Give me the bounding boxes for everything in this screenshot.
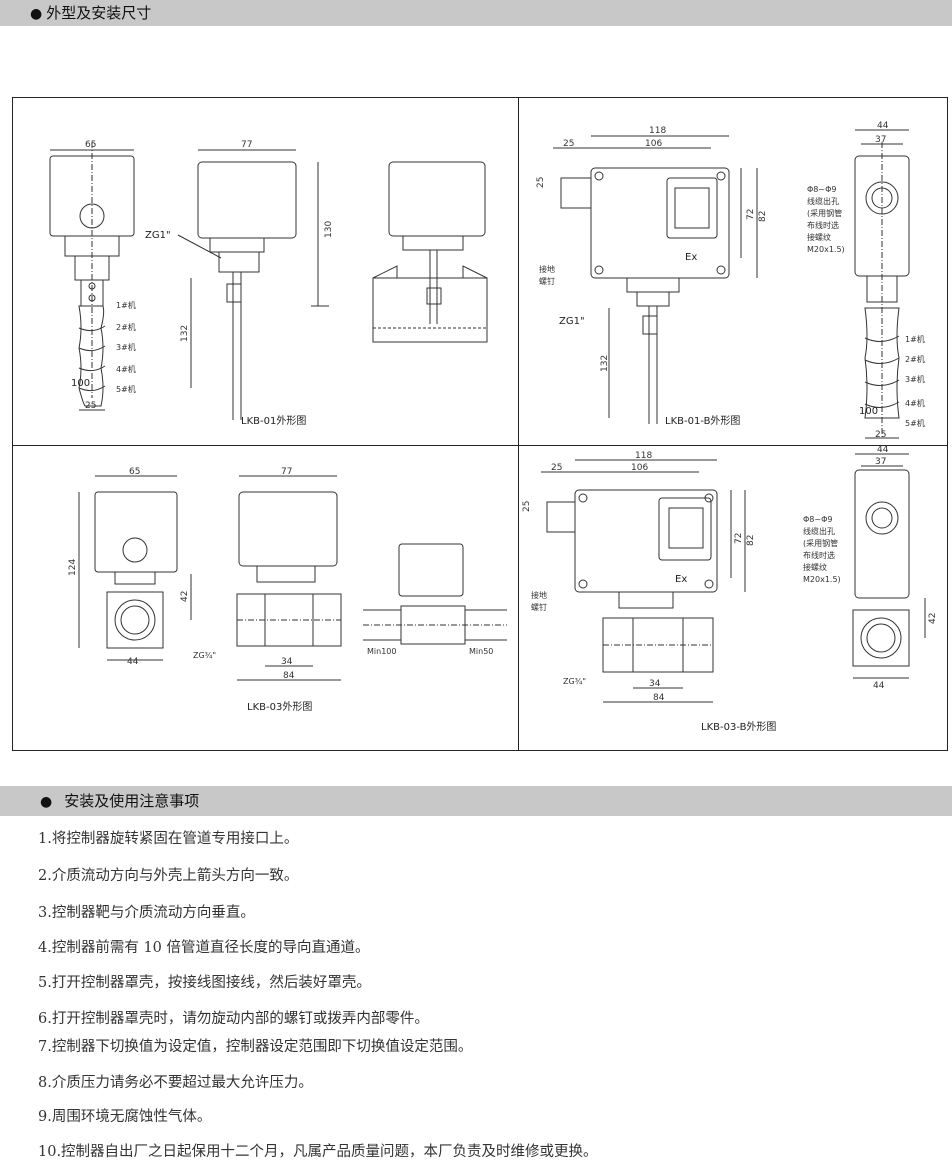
- svg-text:布线时选: 布线时选: [807, 220, 839, 230]
- svg-text:34: 34: [281, 657, 293, 667]
- svg-text:118: 118: [649, 126, 666, 136]
- svg-text:44: 44: [873, 681, 885, 691]
- instruction-item: 9.周围环境无腐蚀性气体。: [38, 1109, 212, 1125]
- drawing-lkb03: 65 44 124 42 77 34 84 ZG¾": [68, 467, 507, 681]
- drawing-lkb01: 65 25 100 1#机 2#机 3#机 4#机 5#机 77: [49, 140, 488, 420]
- svg-text:螺钉: 螺钉: [539, 276, 555, 286]
- svg-text:3#机: 3#机: [905, 374, 925, 384]
- svg-text:25: 25: [551, 463, 562, 473]
- bullet-icon: ●: [30, 6, 43, 22]
- svg-text:5#机: 5#机: [905, 418, 925, 428]
- svg-text:25: 25: [875, 430, 886, 440]
- svg-text:4#机: 4#机: [905, 398, 925, 408]
- svg-text:5#机: 5#机: [116, 384, 136, 394]
- svg-text:25: 25: [85, 401, 96, 411]
- svg-text:132: 132: [600, 355, 610, 372]
- svg-text:106: 106: [631, 463, 648, 473]
- svg-text:84: 84: [653, 693, 665, 703]
- svg-text:44: 44: [877, 121, 889, 131]
- svg-text:Φ8~Φ9: Φ8~Φ9: [807, 185, 836, 194]
- section-header-instructions: ● 安装及使用注意事项: [0, 786, 952, 816]
- svg-text:ZG1": ZG1": [559, 316, 585, 327]
- caption-lkb03: LKB-03外形图: [247, 701, 312, 713]
- svg-text:接地: 接地: [539, 264, 555, 274]
- drawing-lkb01b: 118 106 25 Ex 25 72 82 132 ZG1" 接地 螺钉: [536, 121, 925, 440]
- svg-text:接螺纹: 接螺纹: [803, 562, 827, 572]
- instruction-item: 3.控制器靶与介质流动方向垂直。: [38, 905, 255, 921]
- svg-text:100: 100: [71, 378, 90, 389]
- svg-text:44: 44: [127, 657, 139, 667]
- svg-text:130: 130: [324, 221, 334, 238]
- instruction-item: 4.控制器前需有 10 倍管道直径长度的导向直通道。: [38, 940, 370, 956]
- svg-text:Min100: Min100: [367, 647, 396, 656]
- technical-drawings: 65 25 100 1#机 2#机 3#机 4#机 5#机 77: [49, 121, 938, 733]
- svg-text:42: 42: [928, 613, 938, 624]
- svg-text:77: 77: [281, 467, 292, 477]
- instruction-item: 6.打开控制器罩壳时，请勿旋动内部的螺钉或拨弄内部零件。: [38, 1011, 429, 1027]
- bullet-icon: ●: [40, 794, 53, 810]
- svg-text:65: 65: [129, 467, 140, 477]
- drawing-lkb03b: 118 106 25 Ex 25 72 82 34 84 ZG¾" 接: [522, 445, 938, 703]
- caption-lkb01b: LKB-01-B外形图: [665, 415, 740, 427]
- svg-text:接地: 接地: [531, 590, 547, 600]
- frame-divider-vertical: [518, 98, 519, 750]
- svg-text:34: 34: [649, 679, 661, 689]
- svg-text:线缆出孔: 线缆出孔: [803, 526, 835, 536]
- svg-text:118: 118: [635, 451, 652, 461]
- svg-text:Min50: Min50: [469, 647, 493, 656]
- instruction-item: 7.控制器下切换值为设定值，控制器设定范围即下切换值设定范围。: [38, 1039, 473, 1055]
- svg-text:82: 82: [758, 211, 768, 222]
- svg-text:2#机: 2#机: [905, 354, 925, 364]
- svg-text:72: 72: [746, 209, 756, 220]
- svg-text:25: 25: [563, 139, 574, 149]
- drawing-frame: 65 25 100 1#机 2#机 3#机 4#机 5#机 77: [12, 97, 948, 751]
- svg-text:4#机: 4#机: [116, 364, 136, 374]
- svg-text:1#机: 1#机: [116, 300, 136, 310]
- svg-text:25: 25: [522, 501, 532, 512]
- svg-text:Ex: Ex: [685, 252, 697, 263]
- svg-text:106: 106: [645, 139, 662, 149]
- svg-text:44: 44: [877, 445, 889, 455]
- svg-text:37: 37: [875, 457, 886, 467]
- caption-lkb01: LKB-01外形图: [241, 415, 306, 427]
- svg-text:(采用钢管: (采用钢管: [803, 538, 838, 548]
- caption-lkb03b: LKB-03-B外形图: [701, 721, 776, 733]
- section-title: 安装及使用注意事项: [64, 792, 200, 810]
- svg-text:布线时选: 布线时选: [803, 550, 835, 560]
- svg-text:ZG¾": ZG¾": [193, 651, 216, 660]
- svg-text:Ex: Ex: [675, 574, 687, 585]
- svg-text:37: 37: [875, 135, 886, 145]
- section-title: 外型及安装尺寸: [46, 4, 152, 22]
- instruction-item: 10.控制器自出厂之日起保用十二个月，凡属产品质量问题，本厂负责及时维修或更换。: [38, 1144, 598, 1160]
- svg-text:25: 25: [536, 177, 546, 188]
- instruction-item: 5.打开控制器罩壳，按接线图接线，然后装好罩壳。: [38, 975, 371, 991]
- svg-text:1#机: 1#机: [905, 334, 925, 344]
- svg-text:3#机: 3#机: [116, 342, 136, 352]
- svg-text:132: 132: [180, 325, 190, 342]
- svg-text:72: 72: [734, 533, 744, 544]
- svg-text:82: 82: [746, 535, 756, 546]
- svg-text:Φ8~Φ9: Φ8~Φ9: [803, 515, 832, 524]
- svg-text:M20x1.5): M20x1.5): [803, 575, 841, 584]
- svg-text:42: 42: [180, 591, 190, 602]
- svg-text:(采用钢管: (采用钢管: [807, 208, 842, 218]
- svg-text:ZG1": ZG1": [145, 230, 171, 241]
- svg-text:线缆出孔: 线缆出孔: [807, 196, 839, 206]
- svg-text:77: 77: [241, 140, 252, 150]
- svg-text:65: 65: [85, 140, 96, 150]
- svg-text:100: 100: [859, 406, 878, 417]
- frame-divider-horizontal: [13, 445, 947, 446]
- svg-text:ZG¾": ZG¾": [563, 677, 586, 686]
- svg-text:M20x1.5): M20x1.5): [807, 245, 845, 254]
- svg-text:2#机: 2#机: [116, 322, 136, 332]
- section-header-dimensions: ●外型及安装尺寸: [0, 0, 952, 26]
- svg-text:接螺纹: 接螺纹: [807, 232, 831, 242]
- svg-text:124: 124: [68, 559, 78, 576]
- svg-text:84: 84: [283, 671, 295, 681]
- svg-text:螺钉: 螺钉: [531, 602, 547, 612]
- instruction-item: 2.介质流动方向与外壳上箭头方向一致。: [38, 868, 299, 884]
- instruction-item: 1.将控制器旋转紧固在管道专用接口上。: [38, 831, 299, 847]
- instruction-item: 8.介质压力请务必不要超过最大允许压力。: [38, 1075, 313, 1091]
